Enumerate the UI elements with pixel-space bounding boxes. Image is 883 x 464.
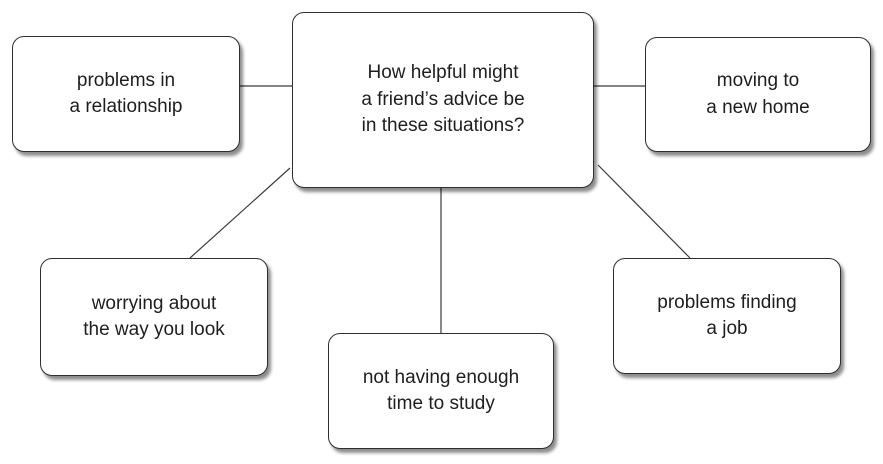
connector-looks	[189, 167, 291, 259]
situation-line: a job	[706, 318, 748, 339]
central-question-box: How helpful might a friend’s advice be i…	[292, 12, 594, 188]
situation-line: problems in	[76, 69, 176, 91]
connector-job	[597, 164, 691, 259]
situation-box-looks: worrying about the way you look	[40, 258, 268, 376]
situation-line: not having enough	[362, 366, 520, 388]
situation-line: a new home	[706, 96, 810, 118]
situation-line: moving to	[716, 70, 800, 92]
situation-text: not having enough time to study	[363, 365, 519, 417]
situation-box-job: problems finding a job	[613, 258, 841, 374]
central-question-line: a friend’s advice be	[361, 88, 525, 110]
situation-line: time to study	[387, 393, 495, 414]
situation-box-relationship: problems in a relationship	[12, 36, 240, 152]
situation-text: problems in a relationship	[69, 68, 182, 120]
situation-box-moving: moving to a new home	[645, 37, 871, 152]
situation-line: worrying about	[91, 292, 217, 314]
situation-line: problems finding	[657, 291, 797, 313]
situation-text: moving to a new home	[706, 68, 810, 120]
situation-line: the way you look	[83, 319, 225, 340]
situation-text: worrying about the way you look	[83, 291, 225, 343]
central-question-line: in these situations?	[361, 115, 525, 137]
situation-text: problems finding a job	[657, 290, 796, 342]
situation-line: a relationship	[69, 96, 183, 117]
situation-box-study: not having enough time to study	[328, 333, 554, 449]
central-question-line: How helpful might	[367, 62, 519, 84]
central-question-text: How helpful might a friend’s advice be i…	[361, 60, 524, 140]
